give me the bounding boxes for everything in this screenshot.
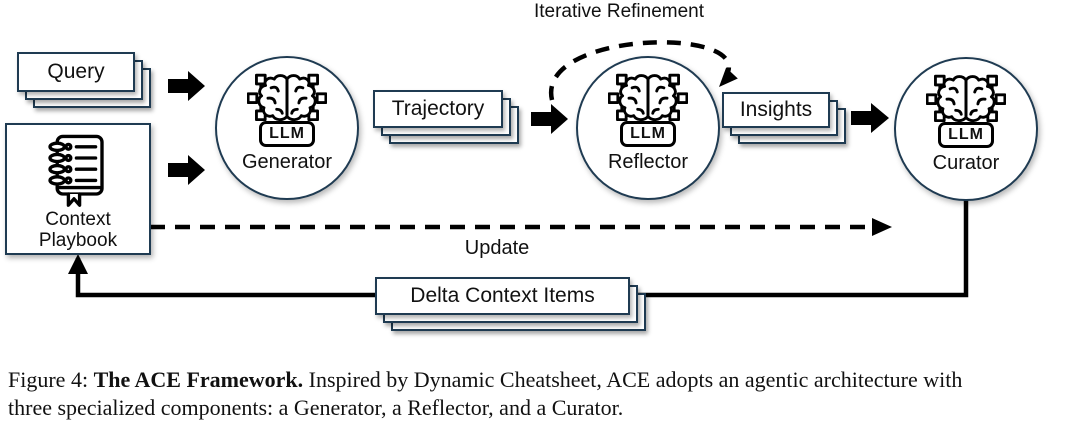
- caption-rest: Inspired by Dynamic Cheatsheet, ACE adop…: [303, 367, 963, 392]
- llm-badge: LLM: [259, 121, 315, 147]
- delta-context-items-box: Delta Context Items: [375, 277, 646, 331]
- caption-line-2: three specialized components: a Generato…: [8, 395, 624, 420]
- feedback-arrowhead: [68, 254, 88, 274]
- brain-circuit-icon: [608, 73, 688, 122]
- reflector-label: Reflector: [607, 151, 689, 173]
- trajectory-box: Trajectory: [373, 90, 519, 144]
- brain-circuit-icon: [926, 74, 1006, 123]
- generator-node: LLM Generator: [215, 56, 359, 200]
- query-label: Query: [47, 60, 105, 83]
- llm-badge: LLM: [620, 121, 676, 147]
- trajectory-label: Trajectory: [391, 97, 485, 120]
- reflector-node: LLM Reflector: [576, 56, 720, 200]
- insights-label: Insights: [739, 98, 813, 121]
- iterative-refinement-arrowhead: [719, 67, 738, 87]
- caption-prefix: Figure 4:: [8, 367, 94, 392]
- caption-bold-title: The ACE Framework.: [93, 367, 304, 392]
- iterative-refinement-arc: [549, 40, 731, 101]
- curator-label: Curator: [932, 152, 1000, 174]
- delta-context-items-label: Delta Context Items: [410, 284, 595, 307]
- generator-label: Generator: [241, 151, 333, 173]
- update-arrowhead: [872, 218, 892, 236]
- curator-node: LLM Curator: [894, 57, 1038, 201]
- arrow-playbook-to-generator: [168, 155, 205, 185]
- context-playbook-label-line2: Playbook: [38, 230, 118, 251]
- context-playbook-box: Context Playbook: [5, 123, 151, 255]
- arrow-trajectory-to-reflector: [531, 104, 568, 134]
- insights-box: Insights: [722, 92, 846, 144]
- brain-circuit-icon: [247, 73, 327, 122]
- query-box: Query: [17, 52, 151, 108]
- context-playbook-label-line1: Context: [45, 209, 111, 230]
- iterative-refinement-label: Iterative Refinement: [533, 1, 705, 22]
- figure-caption: Figure 4: The ACE Framework. Inspired by…: [8, 366, 1076, 422]
- arrow-insights-to-curator: [851, 103, 889, 133]
- llm-badge: LLM: [938, 122, 994, 148]
- caption-line-1: Figure 4: The ACE Framework. Inspired by…: [8, 366, 1076, 394]
- update-label: Update: [464, 237, 530, 259]
- notebook-icon: [48, 134, 104, 207]
- arrow-query-to-generator: [168, 71, 205, 101]
